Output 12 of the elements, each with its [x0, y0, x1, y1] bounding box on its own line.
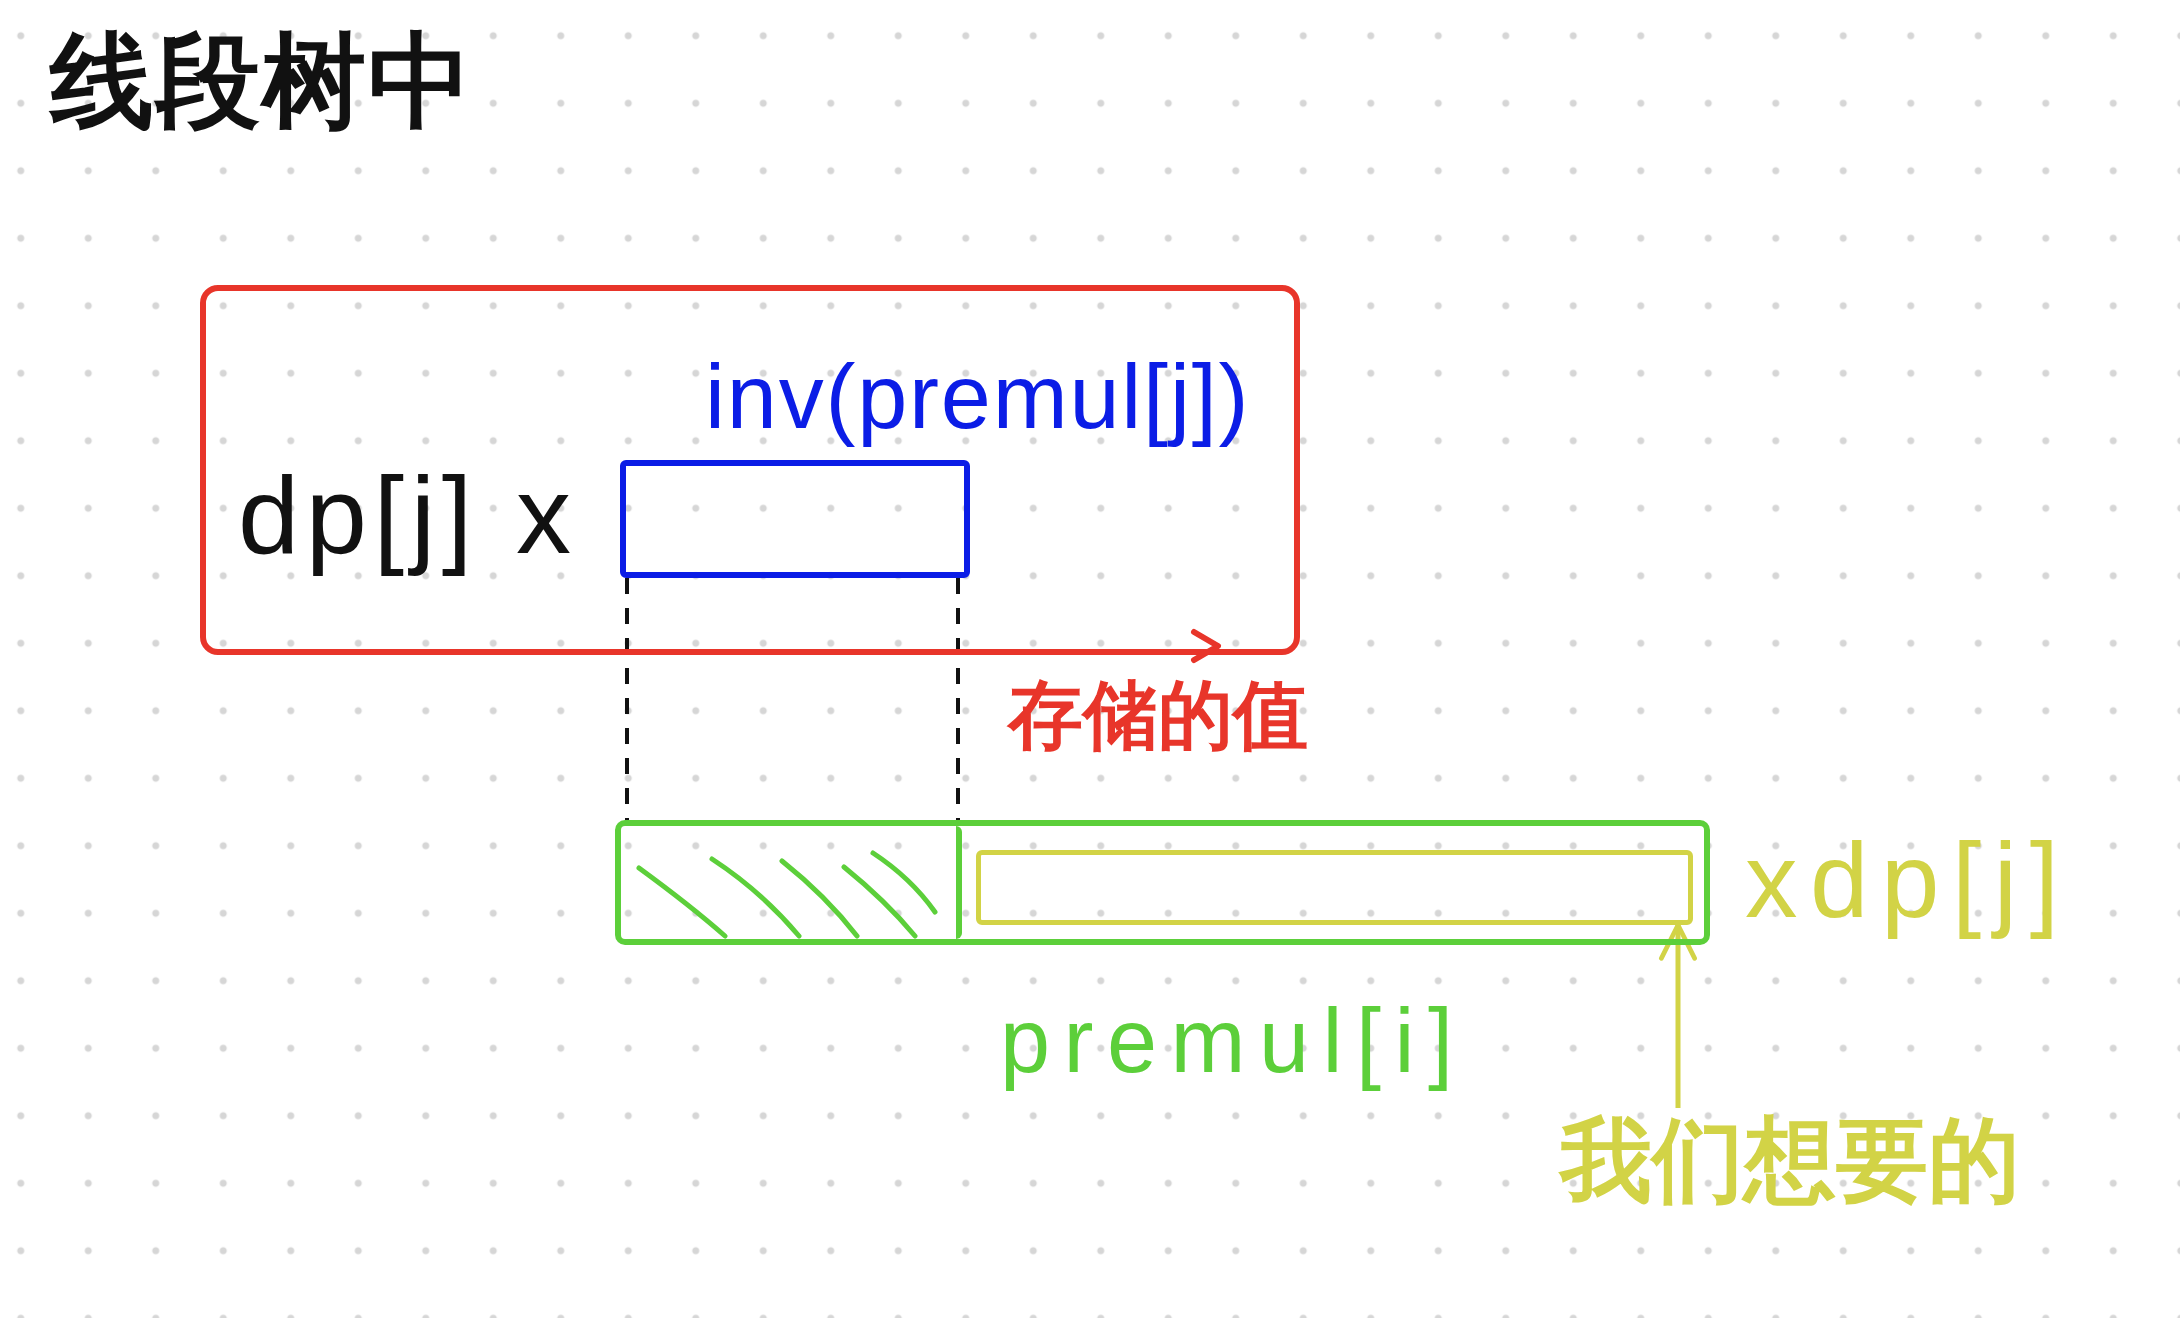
formula-label: premul[i]	[1000, 990, 1467, 1093]
annotation-text: 存储的值	[1008, 672, 1308, 759]
arrow	[1659, 922, 1697, 1108]
segment-bar	[615, 820, 1710, 945]
formula-label: inv(premul[j])	[705, 346, 1251, 449]
highlighted-segment	[976, 850, 1693, 925]
formula-text: dp[j] x	[238, 452, 578, 578]
formula-label: xdp[j]	[1745, 821, 2072, 941]
outlined-rectangle	[620, 460, 970, 578]
diagram-title: 线段树中	[50, 22, 475, 142]
outer-frame	[200, 285, 1300, 655]
note-text: 我们想要的	[1560, 1108, 2020, 1214]
